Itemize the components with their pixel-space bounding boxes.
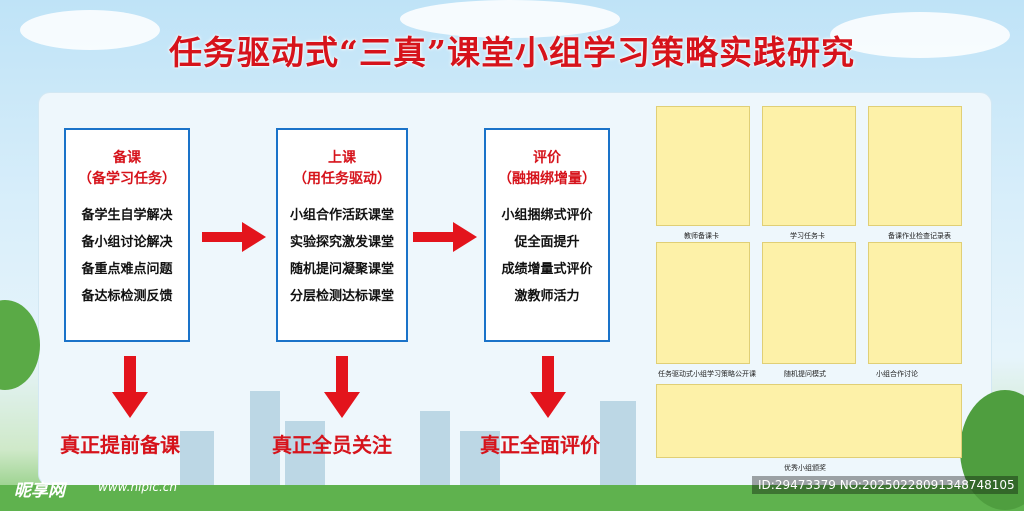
list-item: 随机提问凝聚课堂 <box>289 262 394 277</box>
building <box>180 431 214 491</box>
card-caption: 小组合作讨论 <box>876 370 918 378</box>
list-item: 成绩增量式评价 <box>501 262 593 277</box>
cloud <box>830 12 1010 58</box>
building <box>250 391 280 491</box>
arrow-right-icon <box>413 222 477 252</box>
photo-card-wide <box>656 384 962 458</box>
building <box>420 411 450 491</box>
cloud <box>20 10 160 50</box>
card-caption: 教师备课卡 <box>684 232 719 240</box>
cloud <box>400 0 620 38</box>
column-heading: 上课 <box>328 150 356 166</box>
list-item: 小组捆绑式评价 <box>501 208 593 223</box>
watermark-url: www.nipic.cn <box>98 480 177 494</box>
photo-card <box>868 106 962 226</box>
card-caption: 学习任务卡 <box>790 232 825 240</box>
card-caption: 随机提问模式 <box>784 370 826 378</box>
watermark-id: ID:29473379 NO:20250228091348748105 <box>752 476 1018 494</box>
arrow-down-icon <box>324 356 360 418</box>
photo-card <box>762 242 856 364</box>
page-title: 任务驱动式“三真”课堂小组学习策略实践研究 <box>169 33 855 72</box>
list-item: 备达标检测反馈 <box>81 289 173 304</box>
column-box-evaluate: 评价 （融捆绑增量） 小组捆绑式评价 促全面提升 成绩增量式评价 激教师活力 <box>484 128 610 342</box>
photo-card <box>868 242 962 364</box>
column-subheading: （备学习任务） <box>78 171 176 187</box>
result-text: 真正全面评价 <box>480 433 600 457</box>
result-text: 真正全员关注 <box>272 433 392 457</box>
photo-card <box>762 106 856 226</box>
list-item: 备学生自学解决 <box>81 208 173 223</box>
list-item: 激教师活力 <box>514 289 580 304</box>
list-item: 备重点难点问题 <box>81 262 173 277</box>
list-item: 分层检测达标课堂 <box>289 289 394 304</box>
arrow-down-icon <box>112 356 148 418</box>
column-box-teach: 上课 （用任务驱动） 小组合作活跃课堂 实验探究激发课堂 随机提问凝聚课堂 分层… <box>276 128 408 342</box>
result-text: 真正提前备课 <box>60 433 180 457</box>
grass <box>0 485 1024 511</box>
column-subheading: （用任务驱动） <box>293 171 391 187</box>
column-heading: 备课 <box>113 150 141 166</box>
arrow-right-icon <box>202 222 266 252</box>
column-heading: 评价 <box>533 150 561 166</box>
list-item: 促全面提升 <box>514 235 580 250</box>
list-item: 备小组讨论解决 <box>81 235 173 250</box>
arrow-down-icon <box>530 356 566 418</box>
building <box>600 401 636 491</box>
card-caption: 备课作业检查记录表 <box>888 232 951 240</box>
photo-card <box>656 106 750 226</box>
card-caption: 任务驱动式小组学习策略公开课 <box>658 370 756 378</box>
bush <box>960 390 1024 510</box>
building <box>285 421 325 491</box>
watermark-logo: 昵享网 <box>14 481 65 501</box>
list-item: 实验探究激发课堂 <box>289 235 394 250</box>
column-subheading: （融捆绑增量） <box>498 171 596 187</box>
list-item: 小组合作活跃课堂 <box>289 208 394 223</box>
column-box-prepare: 备课 （备学习任务） 备学生自学解决 备小组讨论解决 备重点难点问题 备达标检测… <box>64 128 190 342</box>
building <box>460 431 500 491</box>
photo-card <box>656 242 750 364</box>
card-caption: 优秀小组颁奖 <box>784 464 826 472</box>
